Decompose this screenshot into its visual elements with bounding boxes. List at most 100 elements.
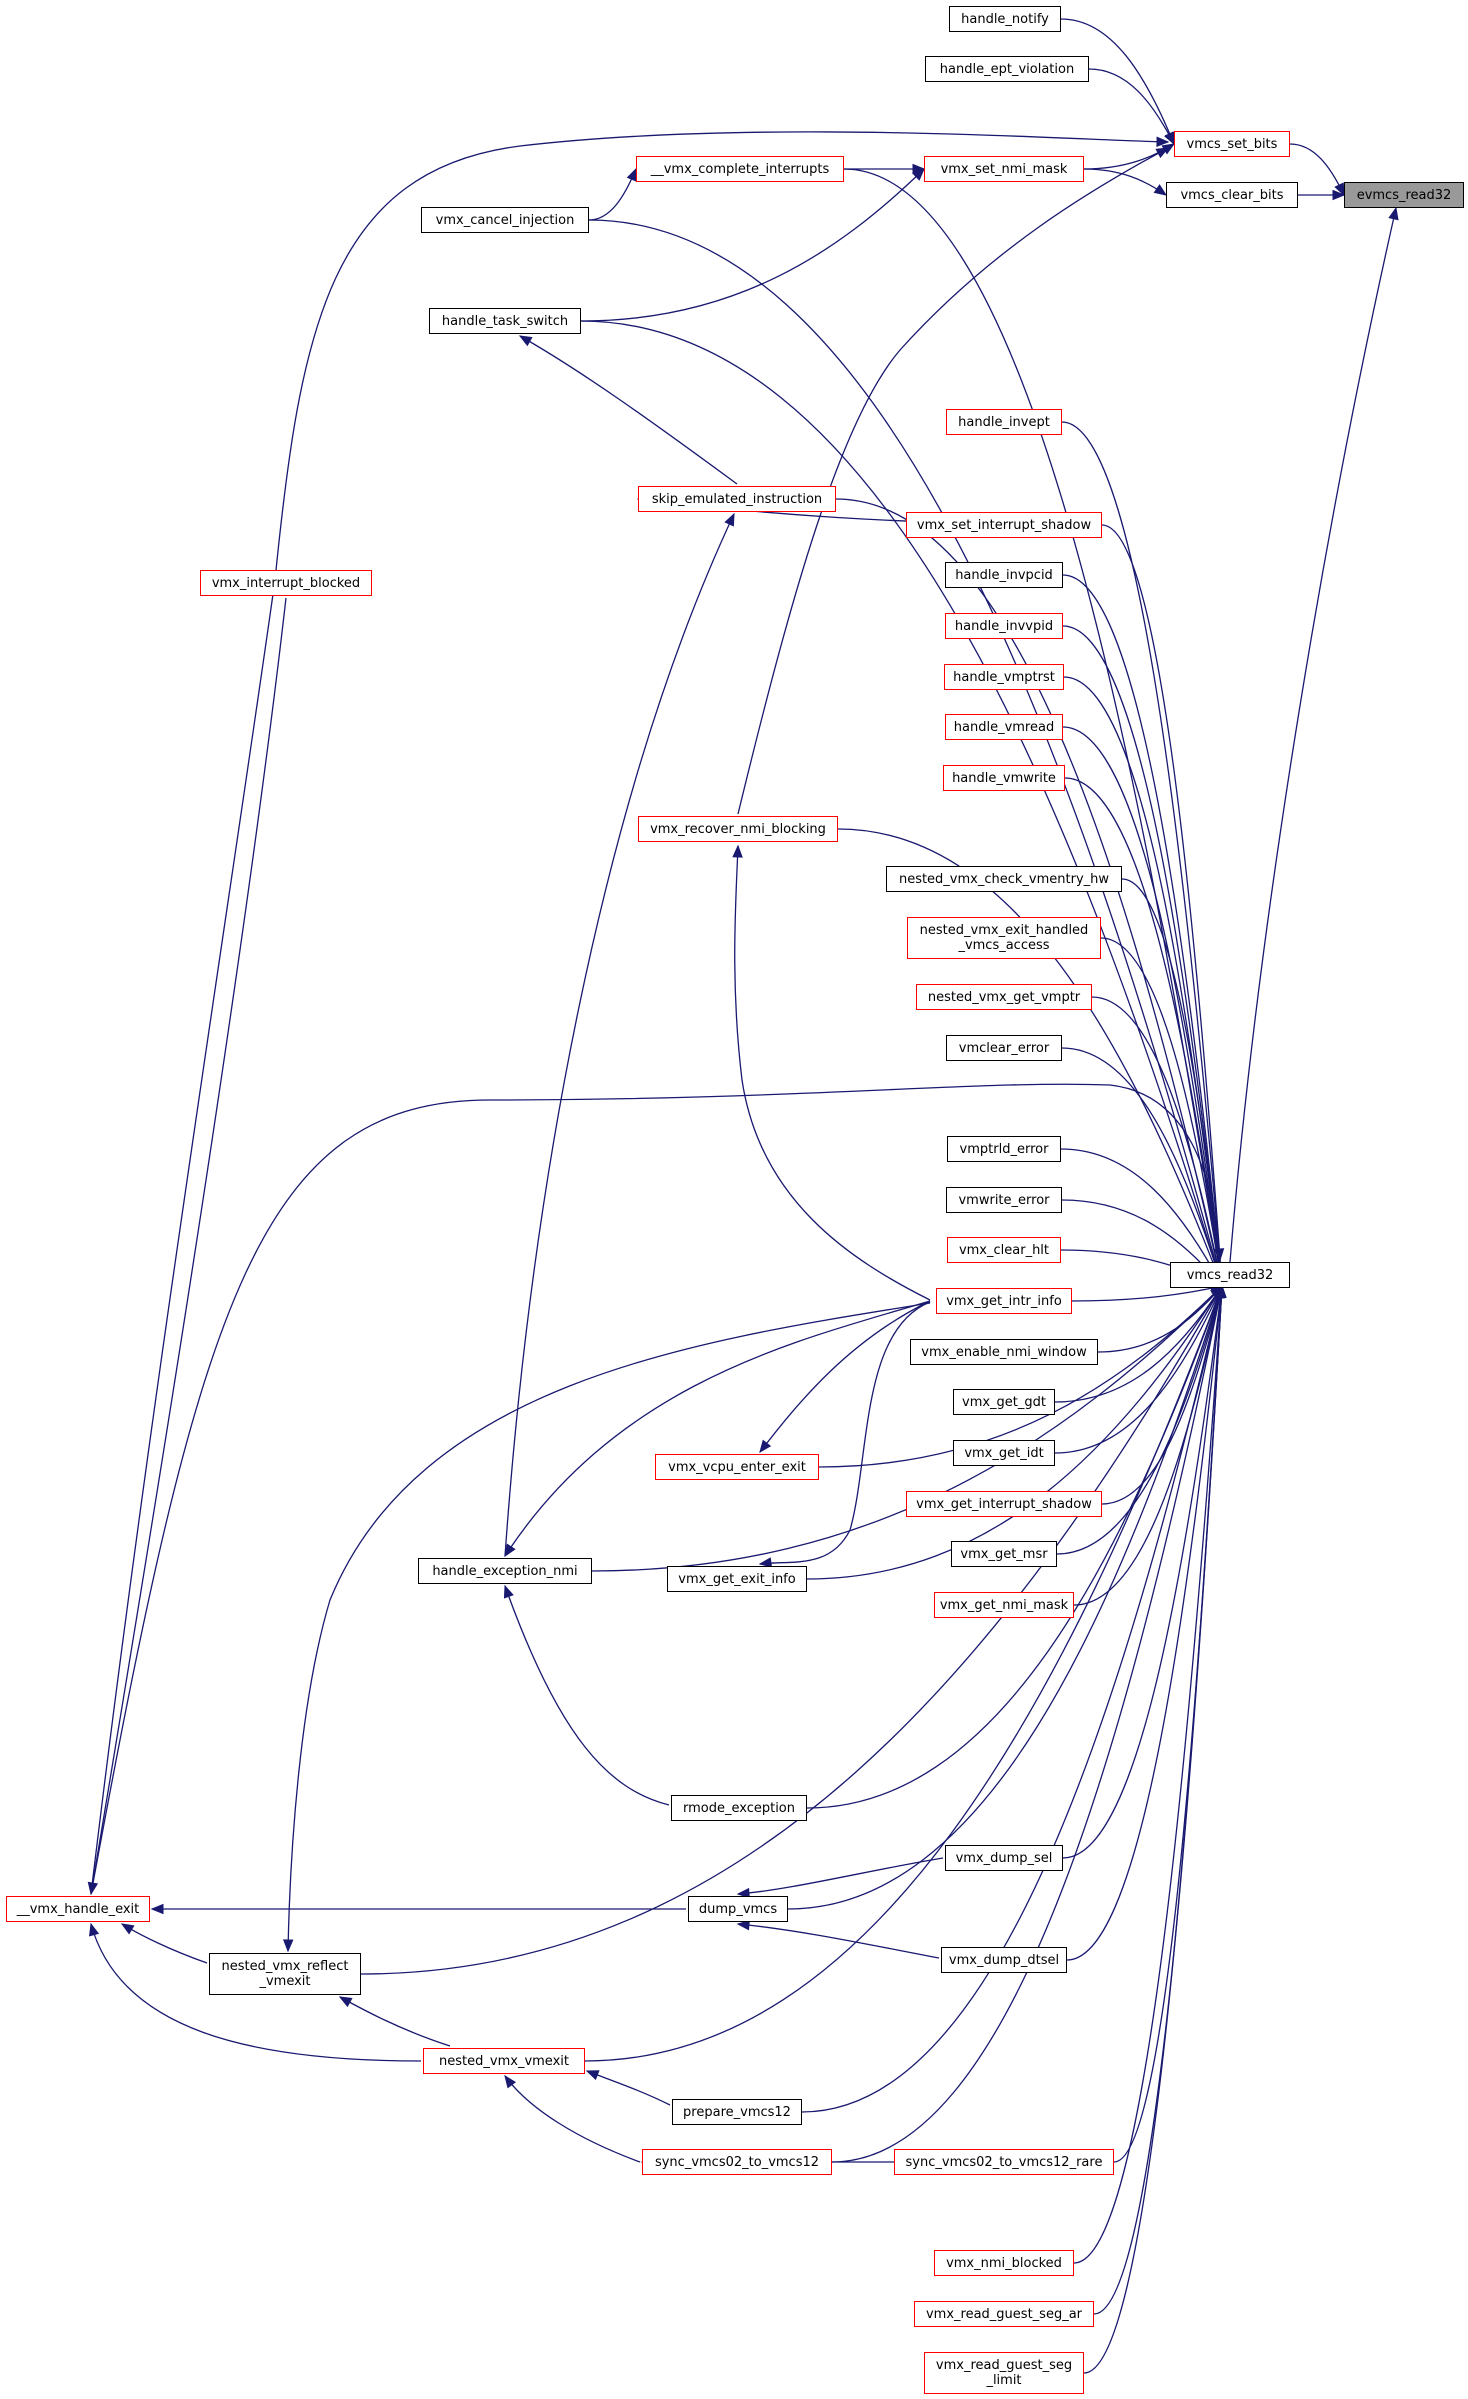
node-label: vmx_cancel_injection [435,212,575,228]
edge-vmx-dump-dtsel-to-dump-vmcs [737,1923,940,1959]
node-vmwrite-error[interactable]: vmwrite_error [946,1187,1062,1213]
node-label: vmclear_error [958,1040,1050,1056]
node-label: vmx_get_interrupt_shadow [916,1496,1092,1512]
node-rmode-exception[interactable]: rmode_exception [671,1795,807,1821]
node-label: handle_vmptrst [953,669,1055,685]
node-dump-vmcs[interactable]: dump_vmcs [688,1896,788,1922]
node-vmx-get-gdt[interactable]: vmx_get_gdt [953,1389,1055,1415]
node-handle-vmptrst[interactable]: handle_vmptrst [944,664,1064,690]
node-vmcs-read32[interactable]: vmcs_read32 [1170,1262,1290,1288]
node-label: handle_invept [958,414,1050,430]
node-vmx-get-interrupt-shadow[interactable]: vmx_get_interrupt_shadow [906,1491,1102,1517]
node-label: handle_task_switch [441,313,569,329]
node-handle-invept[interactable]: handle_invept [946,409,1062,435]
node-label: dump_vmcs [698,1901,778,1917]
edge-vmptrld-error-to-vmcs-read32 [1060,1148,1223,1287]
node-handle-invpcid[interactable]: handle_invpcid [945,562,1063,588]
node-vmx-get-nmi-mask[interactable]: vmx_get_nmi_mask [934,1592,1074,1618]
node-vmcs-set-bits[interactable]: vmcs_set_bits [1174,131,1290,157]
node-handle-invvpid[interactable]: handle_invvpid [945,613,1063,639]
edge-vmx-dump-sel-to-dump-vmcs [737,1857,944,1895]
edge-nested-vmx-vmexit-to-vmx-handle-exit [90,1923,422,2062]
node-vmx-clear-hlt[interactable]: vmx_clear_hlt [947,1237,1061,1263]
node-prepare-vmcs12[interactable]: prepare_vmcs12 [672,2099,802,2125]
arrowhead-vmx-get-intr-info-to-vmx-vcpu-enter-exit [759,1439,772,1454]
node-vmcs-clear-bits[interactable]: vmcs_clear_bits [1166,182,1298,208]
node-vmx-enable-nmi-window[interactable]: vmx_enable_nmi_window [910,1339,1098,1365]
node-nested-vmx-get-vmptr[interactable]: nested_vmx_get_vmptr [916,984,1092,1010]
node-vmclear-error[interactable]: vmclear_error [946,1035,1062,1061]
node-vmx-read-guest-seg-limit[interactable]: vmx_read_guest_seg _limit [924,2352,1084,2394]
node-nested-vmx-vmexit[interactable]: nested_vmx_vmexit [423,2048,585,2074]
node-label: vmx_get_msr [960,1546,1048,1562]
node-vmx-recover-nmi-blocking[interactable]: vmx_recover_nmi_blocking [638,816,838,842]
node-sync-vmcs02-to-vmcs12-rare[interactable]: sync_vmcs02_to_vmcs12_rare [894,2149,1114,2175]
node-vmx-read-guest-seg-ar[interactable]: vmx_read_guest_seg_ar [914,2301,1094,2327]
edge-vmx-get-msr-to-vmcs-read32 [1056,1285,1223,1555]
edge-vmx-recover-nmi-blocking-to-vmcs-set-bits [737,147,1169,815]
node-handle-notify[interactable]: handle_notify [949,6,1061,32]
node-handle-task-switch[interactable]: handle_task_switch [429,308,581,334]
node-vmx-interrupt-blocked[interactable]: vmx_interrupt_blocked [200,570,372,596]
node-label: skip_emulated_instruction [651,491,823,507]
node-vmx-handle-exit[interactable]: __vmx_handle_exit [6,1896,150,1922]
node-label: nested_vmx_get_vmptr [927,989,1081,1005]
node-label: vmx_vcpu_enter_exit [668,1459,806,1475]
node-label: vmx_get_intr_info [946,1293,1062,1309]
node-label: vmx_get_exit_info [678,1571,796,1587]
node-label: vmx_dump_dtsel [948,1952,1060,1968]
node-label: vmx_enable_nmi_window [921,1344,1087,1360]
node-label: vmx_get_nmi_mask [939,1597,1069,1613]
node-vmx-cancel-injection[interactable]: vmx_cancel_injection [421,207,589,233]
node-handle-exception-nmi[interactable]: handle_exception_nmi [418,1558,592,1584]
arrowhead-vmx-set-nmi-mask-to-vmcs-clear-bits [1153,184,1168,196]
node-label: vmx_interrupt_blocked [211,575,361,591]
arrowhead-vmx-handle-exit-to-vmcs-read32 [1213,1248,1225,1262]
edge-rmode-exception-to-handle-exception-nmi [504,1585,670,1806]
node-evmcs-read32[interactable]: evmcs_read32 [1344,182,1464,208]
arrowhead-handle-ept-violation-to-vmcs-set-bits [1164,131,1175,146]
edge-vmx-get-intr-info-to-nested-vmx-reflect-vmexit [287,1302,931,1952]
node-label: vmptrld_error [959,1141,1049,1157]
node-label: handle_vmwrite [952,770,1056,786]
node-vmx-nmi-blocked[interactable]: vmx_nmi_blocked [934,2250,1074,2276]
node-label: handle_invpcid [955,567,1053,583]
arrowhead-nested-vmx-vmexit-to-vmx-handle-exit [88,1922,100,1937]
node-vmx-set-nmi-mask[interactable]: vmx_set_nmi_mask [924,156,1084,182]
node-nested-vmx-check-vmentry-hw[interactable]: nested_vmx_check_vmentry_hw [886,866,1122,892]
arrowhead-vmx-read-guest-seg-limit-to-vmcs-read32 [1216,1284,1227,1298]
edge-skip-emulated-instruction-to-handle-task-switch [519,335,738,485]
node-vmx-vcpu-enter-exit[interactable]: vmx_vcpu_enter_exit [655,1454,819,1480]
node-label: nested_vmx_check_vmentry_hw [898,871,1110,887]
node-handle-ept-violation[interactable]: handle_ept_violation [925,56,1089,82]
node-skip-emulated-instruction[interactable]: skip_emulated_instruction [638,486,836,512]
node-nested-vmx-exit-handled-vmcs-access[interactable]: nested_vmx_exit_handled _vmcs_access [907,917,1101,959]
node-vmx-get-exit-info[interactable]: vmx_get_exit_info [667,1566,807,1592]
node-handle-vmread[interactable]: handle_vmread [945,714,1063,740]
edge-vmcs-read32-to-evmcs-read32 [1229,207,1397,1263]
node-vmptrld-error[interactable]: vmptrld_error [947,1136,1061,1162]
node-vmx-get-idt[interactable]: vmx_get_idt [953,1440,1055,1466]
edge-vmx-dump-sel-to-vmcs-read32 [1062,1285,1223,1859]
node-label: vmx_read_guest_seg _limit [935,2358,1073,2388]
arrowhead-nested-vmx-reflect-vmexit-to-vmx-handle-exit [120,1923,135,1935]
node-vmx-dump-dtsel[interactable]: vmx_dump_dtsel [941,1947,1067,1973]
node-nested-vmx-reflect-vmexit[interactable]: nested_vmx_reflect _vmexit [209,1953,361,1995]
node-vmx-get-msr[interactable]: vmx_get_msr [951,1541,1057,1567]
node-label: vmx_dump_sel [955,1850,1053,1866]
node-vmx-dump-sel[interactable]: vmx_dump_sel [945,1845,1063,1871]
node-label: vmcs_set_bits [1186,136,1278,152]
edge-sync-vmcs02-to-vmcs12-to-nested-vmx-vmexit [504,2075,641,2163]
node-sync-vmcs02-to-vmcs12[interactable]: sync_vmcs02_to_vmcs12 [642,2149,832,2175]
edge-vmx-get-intr-info-to-vmcs-read32 [1071,1285,1223,1302]
node-label: handle_ept_violation [939,61,1075,77]
node-vmx-complete-interrupts[interactable]: __vmx_complete_interrupts [636,156,844,182]
node-handle-vmwrite[interactable]: handle_vmwrite [943,765,1065,791]
edge-vmx-enable-nmi-window-to-vmcs-read32 [1097,1285,1223,1353]
arrowhead-sync-vmcs02-to-vmcs12-to-nested-vmx-vmexit [504,2074,517,2089]
node-vmx-get-intr-info[interactable]: vmx_get_intr_info [936,1288,1072,1314]
node-label: vmx_nmi_blocked [946,2255,1062,2271]
node-vmx-set-interrupt-shadow[interactable]: vmx_set_interrupt_shadow [906,512,1102,538]
edge-dump-vmcs-to-vmcs-read32 [787,1285,1223,1910]
